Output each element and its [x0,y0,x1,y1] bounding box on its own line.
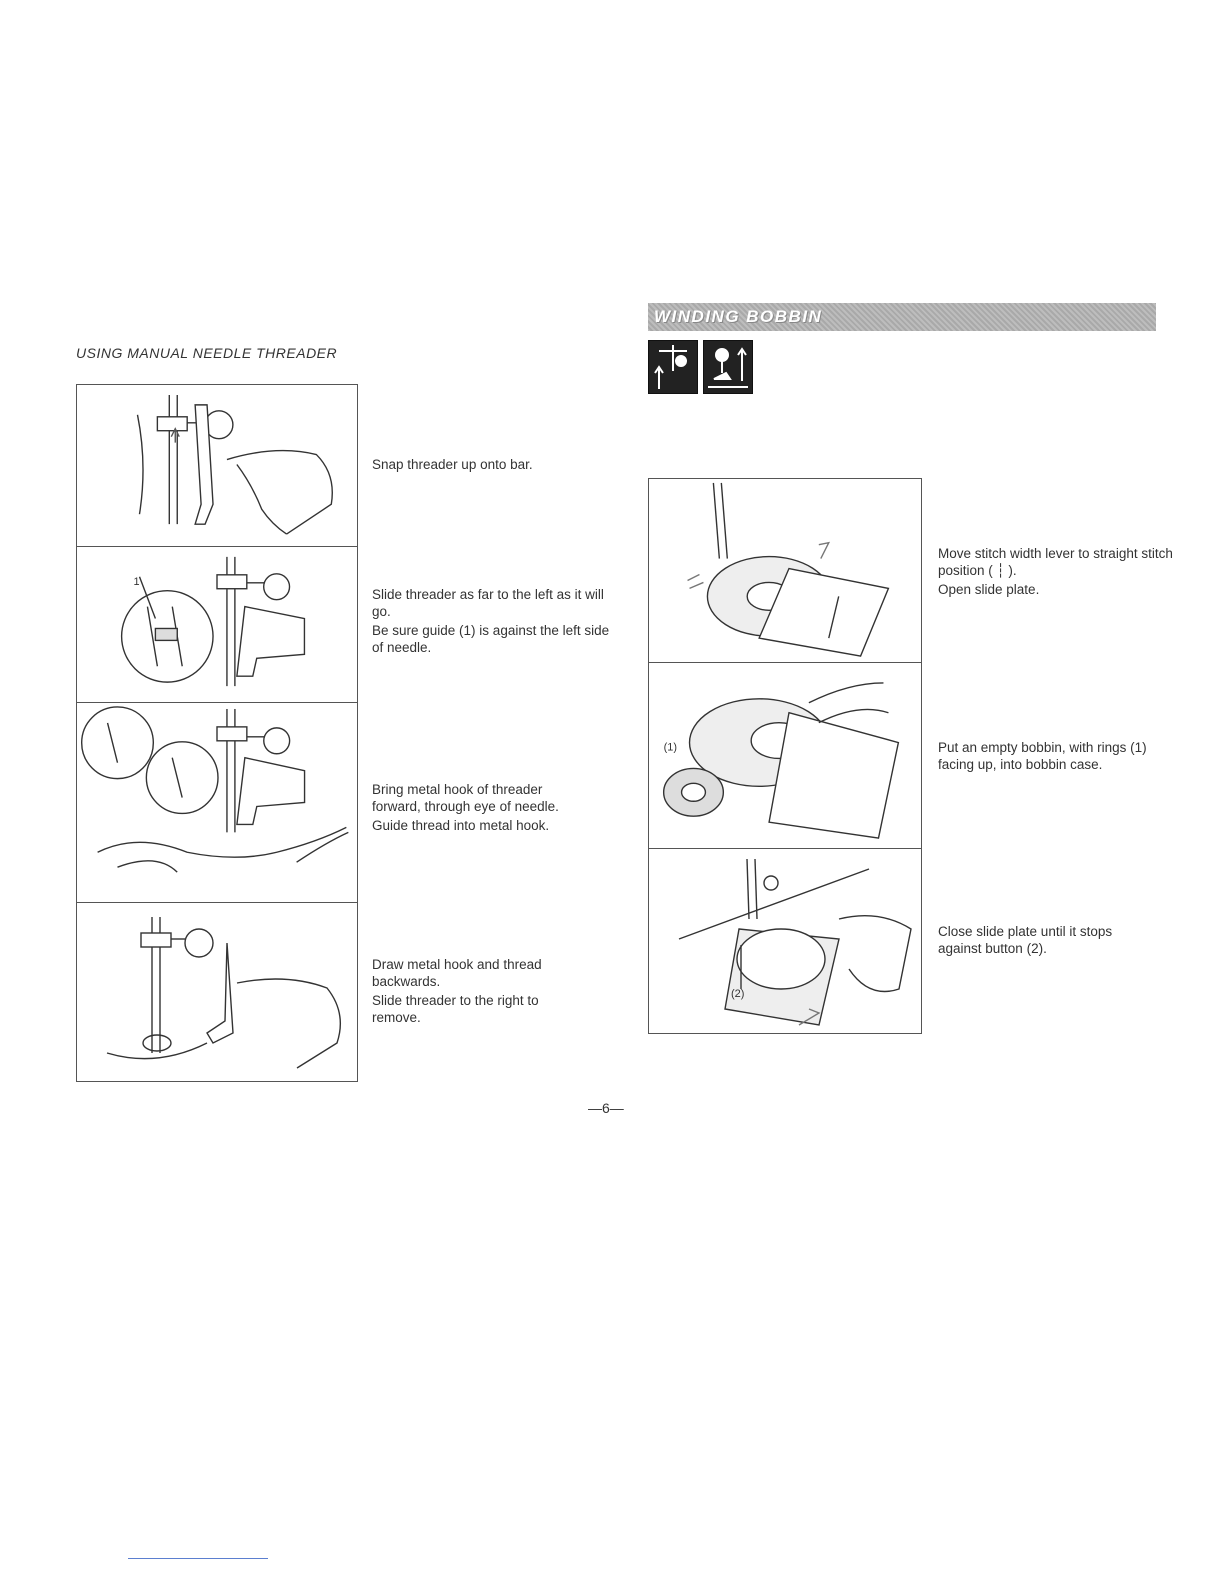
bobbin-illustration-column: (1) (2) [648,478,922,1034]
threader-step-2-illustration: 1 [77,547,357,703]
callout-button-2: (2) [731,988,744,1000]
threader-step-1-text: Snap threader up onto bar. [372,456,612,475]
bobbin-step-2-line-1: Put an empty bobbin, with rings (1) faci… [938,740,1147,772]
bobbin-step-3-line-1: Close slide plate until it stops against… [938,924,1113,956]
threader-step-4-text: Draw metal hook and thread backwards. Sl… [372,956,572,1028]
bobbin-step-1-line-1: Move stitch width lever to straight stit… [938,546,1173,578]
bobbin-step-1-line-2: Open slide plate. [938,582,1040,597]
threader-step-3-text: Bring metal hook of threader forward, th… [372,781,592,836]
threader-step-3-line-2: Guide thread into metal hook. [372,818,550,833]
banner-title: WINDING BOBBIN [654,307,823,326]
threader-step-1-line: Snap threader up onto bar. [372,457,533,472]
threader-step-1-illustration [77,385,357,547]
threader-step-2-line-2: Be sure guide (1) is against the left si… [372,623,610,655]
section-banner-winding-bobbin: WINDING BOBBIN [648,303,1156,331]
threader-step-4-line-2: Slide threader to the right to remove. [372,993,539,1025]
threader-step-4-line-1: Draw metal hook and thread backwards. [372,957,542,989]
threader-step-2-text: Slide threader as far to the left as it … [372,586,612,658]
threader-step-4-illustration [77,903,357,1081]
callout-guide-1: 1 [134,576,140,588]
bobbin-step-2-illustration: (1) [649,663,921,849]
section-title-needle-threader: USING MANUAL NEEDLE THREADER [76,345,338,361]
threader-step-3-illustration [77,703,357,903]
threader-step-2-line-1: Slide threader as far to the left as it … [372,587,604,619]
page-number: —6— [588,1100,624,1116]
threader-illustration-column: 1 [76,384,358,1082]
bobbin-step-1-illustration [649,479,921,663]
bobbin-step-3-text: Close slide plate until it stops against… [938,923,1148,959]
needle-up-icon [648,340,698,394]
callout-bobbin-rings-1: (1) [664,742,677,754]
bottom-rule [128,1558,268,1559]
threader-step-3-line-1: Bring metal hook of threader forward, th… [372,782,559,814]
bobbin-step-2-text: Put an empty bobbin, with rings (1) faci… [938,739,1178,775]
bobbin-step-3-illustration: (2) [649,849,921,1033]
presser-foot-up-icon [703,340,753,394]
bobbin-step-1-text: Move stitch width lever to straight stit… [938,545,1178,600]
